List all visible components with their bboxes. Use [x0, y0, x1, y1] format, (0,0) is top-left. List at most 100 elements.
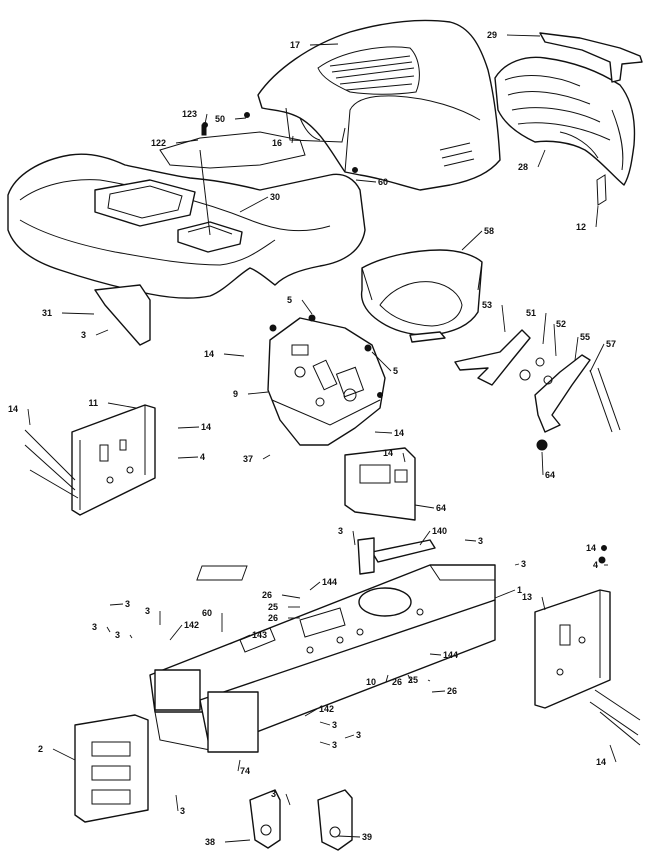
callout-leader-c12: [595, 205, 599, 228]
callout-leader-c38: [224, 839, 251, 843]
callout-c11: 11: [88, 398, 98, 408]
callout-c3i: 3: [332, 720, 337, 730]
callout-leader-c3h: [129, 634, 133, 639]
callout-c3g: 3: [92, 622, 97, 632]
callout-leader-c143: [229, 634, 251, 645]
callout-c50: 50: [215, 114, 225, 124]
callout-c14f: 14: [586, 543, 596, 553]
callout-leader-c14f: [603, 547, 607, 552]
callout-leader-c55: [574, 336, 579, 361]
callout-c122: 122: [151, 138, 166, 148]
callout-c142b: 142: [319, 704, 334, 714]
callout-c3f: 3: [145, 606, 150, 616]
front-plate-part-2: [74, 714, 149, 823]
callout-leader-c11: [107, 402, 137, 409]
callout-c64b: 64: [436, 503, 446, 513]
callout-leader-c5b: [371, 351, 392, 372]
callout-c123: 123: [182, 109, 197, 119]
callout-c143: 143: [252, 630, 267, 640]
callout-c3e: 3: [125, 599, 130, 609]
callout-leader-c14g: [609, 744, 617, 763]
callout-leader-c3k: [344, 734, 355, 739]
callout-leader-c25b: [427, 679, 431, 682]
callout-c17: 17: [290, 40, 300, 50]
callout-leader-c29: [506, 34, 541, 37]
callout-c57: 57: [606, 339, 616, 349]
callout-c144a: 144: [322, 577, 337, 587]
callout-c39: 39: [362, 832, 372, 842]
callout-leader-c17: [309, 43, 339, 46]
callout-c13: 13: [522, 592, 532, 602]
callout-c5a: 5: [287, 295, 292, 305]
bracket-part-38: [249, 789, 281, 849]
callout-c14a: 14: [204, 349, 214, 359]
callout-leader-c60a: [355, 179, 377, 183]
callout-leader-c39: [337, 835, 361, 838]
callout-c10: 10: [366, 677, 376, 687]
callout-c14g: 14: [596, 757, 606, 767]
callout-c140: 140: [432, 526, 447, 536]
hardware-fasteners: [94, 112, 607, 564]
callout-c26b: 26: [268, 613, 278, 623]
fender-part-30: [7, 149, 366, 299]
callout-leader-c5a: [301, 299, 313, 315]
callout-c2: 2: [38, 744, 43, 754]
callout-leader-c3d: [514, 563, 520, 566]
callout-leader-c74: [237, 759, 241, 772]
callout-c144b: 144: [443, 650, 458, 660]
callout-leader-c64a: [541, 451, 544, 476]
callout-leader-c3l: [175, 794, 179, 812]
callout-leader-c14d: [374, 431, 393, 434]
callout-c55: 55: [580, 332, 590, 342]
shield-part-58: [360, 249, 483, 343]
callout-c3c: 3: [478, 536, 483, 546]
callout-leader-c16: [291, 135, 294, 144]
callout-c26d: 26: [447, 686, 457, 696]
callout-c14d: 14: [394, 428, 404, 438]
side-panel-part-13: [534, 589, 641, 746]
callout-leader-c50: [234, 117, 247, 120]
grille-part-28: [494, 56, 636, 186]
callout-leader-c3g: [106, 626, 111, 633]
bracket-part-39: [317, 789, 353, 851]
callout-c28: 28: [518, 162, 528, 172]
callout-leader-c9: [247, 391, 269, 395]
callout-c5b: 5: [393, 366, 398, 376]
callout-c29: 29: [487, 30, 497, 40]
bracket-part-64: [344, 447, 416, 521]
bracket-part-140: [357, 537, 436, 575]
callout-leader-c37: [262, 454, 271, 460]
callout-c3h: 3: [115, 630, 120, 640]
callout-leader-c142a: [169, 624, 183, 641]
callout-c37: 37: [243, 454, 253, 464]
callout-c142a: 142: [184, 620, 199, 630]
callout-leader-c140: [419, 530, 431, 546]
callout-leader-c3i: [319, 721, 331, 726]
callout-leader-c26d: [431, 690, 446, 693]
callout-c26c: 26: [392, 677, 402, 687]
callout-c31: 31: [42, 308, 52, 318]
callout-leader-c3e: [109, 603, 124, 606]
callout-leader-c13: [541, 596, 546, 611]
callout-c16: 16: [272, 138, 282, 148]
callout-leader-c1: [494, 589, 516, 599]
callout-c1: 1: [517, 585, 522, 595]
callout-c9: 9: [233, 389, 238, 399]
callout-leader-c3b: [352, 530, 356, 546]
callout-leader-c3j: [319, 741, 331, 746]
callout-c4a: 4: [200, 452, 205, 462]
callout-c3m: 3: [271, 789, 276, 799]
callout-c3d: 3: [521, 559, 526, 569]
callout-c53: 53: [482, 300, 492, 310]
callout-leader-c3m: [285, 793, 291, 806]
callout-c60b: 60: [202, 608, 212, 618]
callout-leader-c122: [175, 139, 199, 144]
callout-leader-c2: [52, 748, 76, 761]
callout-leader-c4a: [177, 456, 199, 459]
callout-leader-c26c: [407, 674, 413, 683]
callout-leader-c14c: [177, 426, 200, 429]
callout-c25a: 25: [268, 602, 278, 612]
callout-c3j: 3: [332, 740, 337, 750]
callout-leader-c3a: [95, 329, 109, 336]
callout-leader-c3c: [464, 539, 477, 542]
